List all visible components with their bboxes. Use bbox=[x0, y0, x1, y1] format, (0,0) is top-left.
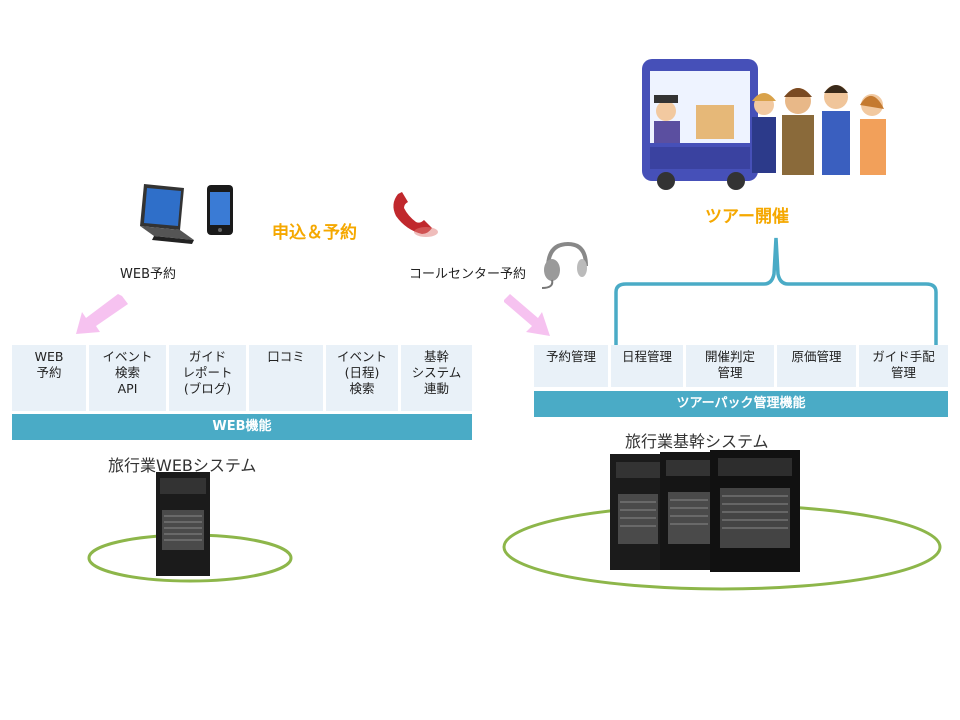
core-cell-schedule-mgmt: 日程管理 bbox=[611, 345, 683, 387]
web-system-label: 旅行業WEBシステム bbox=[108, 456, 257, 475]
core-servers-icon bbox=[610, 450, 800, 572]
core-system-label: 旅行業基幹システム bbox=[625, 432, 769, 451]
web-booking-label: WEB予約 bbox=[120, 267, 176, 282]
web-functions-bar: WEB機能 bbox=[12, 414, 472, 440]
web-cell-guide-report: ガイド レポート (ブログ) bbox=[169, 345, 246, 411]
tour-bus-people-illustration bbox=[642, 59, 886, 190]
smartphone-icon bbox=[207, 185, 233, 235]
callcenter-booking-label: コールセンター予約 bbox=[409, 267, 527, 282]
telephone-icon bbox=[393, 192, 438, 237]
web-cell-event-date-search: イベント (日程) 検索 bbox=[326, 345, 398, 411]
core-cell-guide-arrangement-mgmt: ガイド手配 管理 bbox=[859, 345, 948, 387]
core-functions-bar: ツアーパック管理機能 bbox=[534, 391, 948, 417]
arrow-to-web-icon bbox=[76, 294, 128, 334]
core-functions-table: 予約管理 日程管理 開催判定 管理 原価管理 ガイド手配 管理 bbox=[534, 345, 948, 387]
web-cell-core-link: 基幹 システム 連動 bbox=[401, 345, 472, 411]
web-cell-web-booking: WEB 予約 bbox=[12, 345, 86, 411]
core-cell-cost-mgmt: 原価管理 bbox=[777, 345, 856, 387]
arrow-to-core-icon bbox=[504, 294, 550, 336]
web-server-icon bbox=[156, 472, 210, 576]
laptop-icon bbox=[140, 184, 194, 244]
web-functions-table: WEB 予約 イベント 検索 API ガイド レポート (ブログ) 口コミ イベ… bbox=[12, 345, 472, 411]
tour-event-label: ツアー開催 bbox=[705, 207, 789, 227]
tour-bracket bbox=[614, 237, 938, 346]
core-cell-event-judgment-mgmt: 開催判定 管理 bbox=[686, 345, 774, 387]
headset-icon bbox=[541, 241, 588, 289]
core-cell-booking-mgmt: 予約管理 bbox=[534, 345, 608, 387]
web-cell-event-search-api: イベント 検索 API bbox=[89, 345, 166, 411]
web-cell-reviews: 口コミ bbox=[249, 345, 323, 411]
apply-booking-label: 申込＆予約 bbox=[272, 223, 357, 243]
